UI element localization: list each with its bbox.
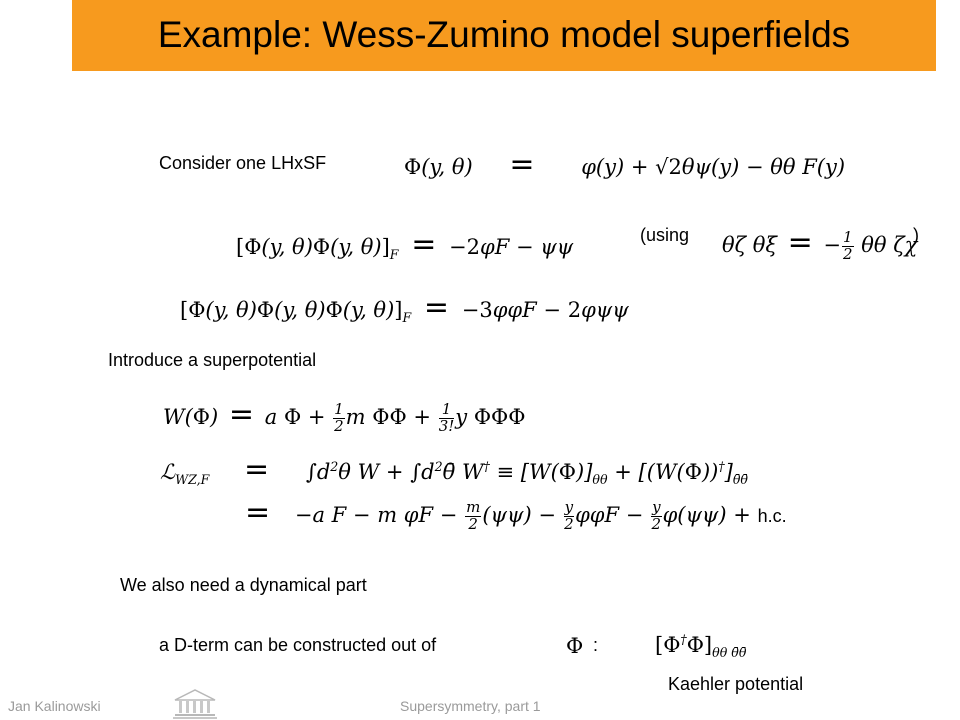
equation-f-term-3: [Φ(y, θ)Φ(y, θ)Φ(y, θ)]F = −3φφF − 2φψψ — [180, 290, 629, 326]
slide-title: Example: Wess-Zumino model superfields — [157, 14, 851, 55]
dterm-text: a D-term can be constructed out of — [159, 635, 437, 655]
hc-text: h.c. — [757, 506, 787, 526]
colon-text: : — [593, 635, 599, 655]
equation-f-term-2: [Φ(y, θ)Φ(y, θ)]F = −2φF − ψψ — [236, 227, 574, 263]
kaehler-text: Kaehler potential — [668, 674, 804, 694]
equation-lagrangian-line1: ℒWZ,F = ∫d2θ W + ∫d2θ̄ W† ≡ [W(Φ)]θθ + [… — [160, 452, 749, 488]
footer-author: Jan Kalinowski — [8, 698, 101, 714]
equation-lhsf: Φ(y, θ) = φ(y) + √2θψ(y) − θθ F(y) — [404, 147, 846, 182]
equation-kaehler-term: [Φ†Φ]θθ θ̄θ̄ — [655, 632, 747, 661]
university-logo-icon — [173, 689, 217, 719]
using-close-text: ) — [913, 225, 919, 245]
dynamical-text: We also need a dynamical part — [120, 575, 367, 595]
introduce-text: Introduce a superpotential — [108, 350, 317, 370]
phi-symbol: Φ — [566, 634, 584, 658]
consider-text: Consider one LHxSF — [159, 153, 327, 173]
using-open-text: (using — [640, 225, 690, 245]
title-bar: Example: Wess-Zumino model superfields — [72, 0, 936, 71]
footer-course: Supersymmetry, part 1 — [400, 698, 541, 714]
